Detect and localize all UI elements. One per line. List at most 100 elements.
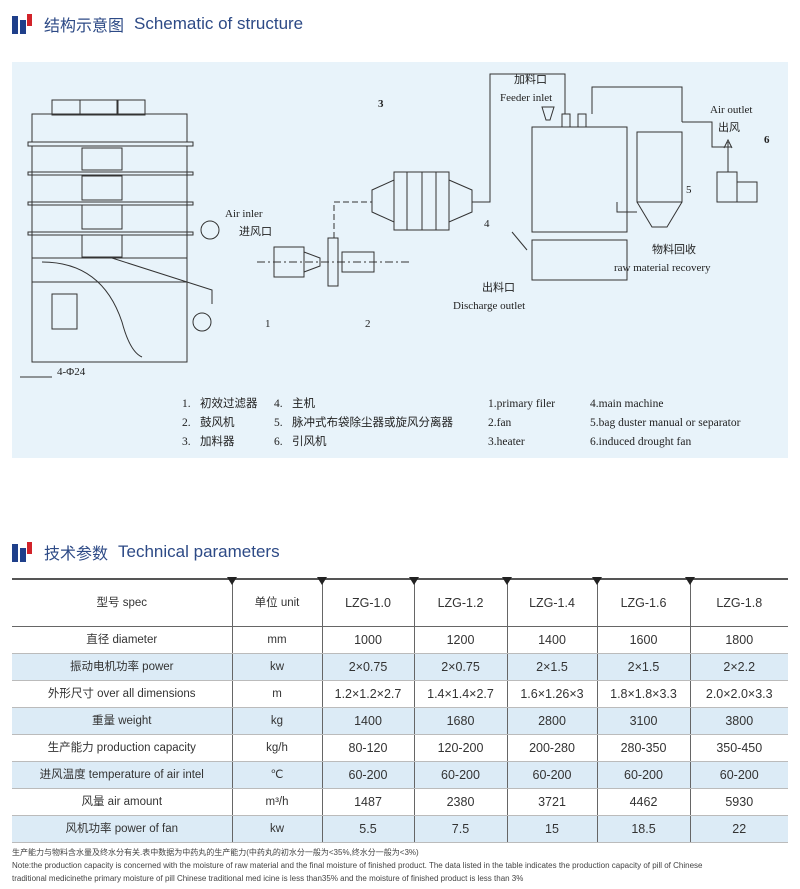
table-cell: 60-200	[689, 761, 788, 789]
callout-2: 2	[365, 318, 371, 330]
table-cell: 280-350	[596, 734, 690, 762]
table-cell: kw	[231, 815, 322, 843]
brand-logo-icon	[12, 14, 34, 34]
table-cell: kg/h	[231, 734, 322, 762]
main-machine-drawing	[27, 99, 220, 363]
separator-drawing	[616, 131, 683, 228]
table-cell: 1400	[321, 707, 414, 735]
table-cell: 2.0×2.0×3.3	[689, 680, 788, 708]
table-cell: 1.8×1.8×3.3	[596, 680, 690, 708]
section-header-structure: 结构示意图 Schematic of structure	[12, 12, 303, 36]
section-title-cn: 结构示意图	[44, 16, 125, 35]
marker-icon	[592, 577, 602, 585]
table-cell: m³/h	[231, 788, 322, 816]
marker-icon	[227, 577, 237, 585]
table-cell: 200-280	[506, 734, 597, 762]
table-cell: 2×1.5	[596, 653, 690, 681]
table-cell: kg	[231, 707, 322, 735]
primary-filter-drawing	[273, 246, 321, 278]
table-cell: 80-120	[321, 734, 414, 762]
table-cell: 120-200	[413, 734, 507, 762]
footnote-en-1: Note:the production capacity is concerne…	[12, 861, 703, 870]
marker-icon	[317, 577, 327, 585]
table-cell: 1800	[689, 626, 788, 654]
table-cell: 1400	[506, 626, 597, 654]
table-cell: 2×2.2	[689, 653, 788, 681]
footnote: 生产能力与物料含水量及终水分有关.表中数据为中药丸的生产能力(中药丸的初水分一般…	[12, 846, 798, 885]
air-inlet-label-cn: 进风口	[239, 226, 272, 238]
marker-icon	[502, 577, 512, 585]
row-label: 重量 weight	[12, 707, 232, 735]
recovery-label-en: raw material recovery	[614, 262, 711, 274]
schematic-diagram	[20, 73, 758, 378]
table-cell: 1680	[413, 707, 507, 735]
callout-5: 5	[686, 184, 692, 196]
table-cell: LZG-1.0	[321, 578, 414, 627]
table-cell: 4462	[596, 788, 690, 816]
section-title-en: Schematic of structure	[134, 14, 304, 33]
table-cell: kw	[231, 653, 322, 681]
callout-1: 1	[265, 318, 271, 330]
table-cell: 1600	[596, 626, 690, 654]
row-label: 振动电机功率 power	[12, 653, 232, 681]
footnote-cn: 生产能力与物料含水量及终水分有关.表中数据为中药丸的生产能力(中药丸的初水分一般…	[12, 848, 419, 857]
row-label: 型号 spec	[12, 578, 232, 627]
table-cell: 1200	[413, 626, 507, 654]
recovery-label-cn: 物料回收	[652, 244, 696, 256]
section-title-en: Technical parameters	[118, 542, 280, 561]
row-label: 风机功率 power of fan	[12, 815, 232, 843]
brand-logo-icon	[12, 542, 34, 562]
table-cell: 1000	[321, 626, 414, 654]
table-cell: 60-200	[321, 761, 414, 789]
discharge-label-en: Discharge outlet	[453, 300, 526, 312]
table-cell: 5930	[689, 788, 788, 816]
table-cell: 350-450	[689, 734, 788, 762]
table-cell: m	[231, 680, 322, 708]
table-cell: LZG-1.2	[413, 578, 507, 627]
table-cell: 60-200	[506, 761, 597, 789]
dimension-label: 4-Φ24	[57, 366, 86, 378]
main-unit-drawing	[511, 106, 628, 281]
table-cell: 2380	[413, 788, 507, 816]
schematic-panel: Air inler 进风口 加料口 Feeder inlet Air outle…	[12, 62, 788, 458]
heater-drawing	[371, 171, 473, 231]
callout-4: 4	[484, 218, 490, 230]
table-cell: mm	[231, 626, 322, 654]
table-cell: 22	[689, 815, 788, 843]
table-cell: 2800	[506, 707, 597, 735]
table-cell: 5.5	[321, 815, 414, 843]
marker-icon	[409, 577, 419, 585]
table-cell: 2×0.75	[321, 653, 414, 681]
table-cell: LZG-1.6	[596, 578, 690, 627]
air-outlet-label-cn: 出风	[718, 122, 740, 134]
table-cell: 15	[506, 815, 597, 843]
table-cell: 3100	[596, 707, 690, 735]
table-cell: 1.4×1.4×2.7	[413, 680, 507, 708]
table-cell: LZG-1.4	[506, 578, 597, 627]
table-cell: 1.6×1.26×3	[506, 680, 597, 708]
table-cell: LZG-1.8	[689, 578, 788, 627]
table-cell: 1.2×1.2×2.7	[321, 680, 414, 708]
fan-drawing	[327, 237, 375, 287]
row-label: 直径 diameter	[12, 626, 232, 654]
table-cell: 3800	[689, 707, 788, 735]
section-title-cn: 技术参数	[44, 544, 109, 563]
table-cell: 7.5	[413, 815, 507, 843]
section-header-parameters: 技术参数 Technical parameters	[12, 540, 280, 564]
feeder-inlet-label-en: Feeder inlet	[500, 92, 553, 104]
row-label: 生产能力 production capacity	[12, 734, 232, 762]
air-outlet-label-en: Air outlet	[710, 104, 753, 116]
air-inlet-label-en: Air inler	[225, 208, 263, 220]
discharge-label-cn: 出料口	[482, 282, 515, 294]
table-cell: 2×0.75	[413, 653, 507, 681]
table-cell: 2×1.5	[506, 653, 597, 681]
induced-fan-drawing	[716, 138, 758, 203]
